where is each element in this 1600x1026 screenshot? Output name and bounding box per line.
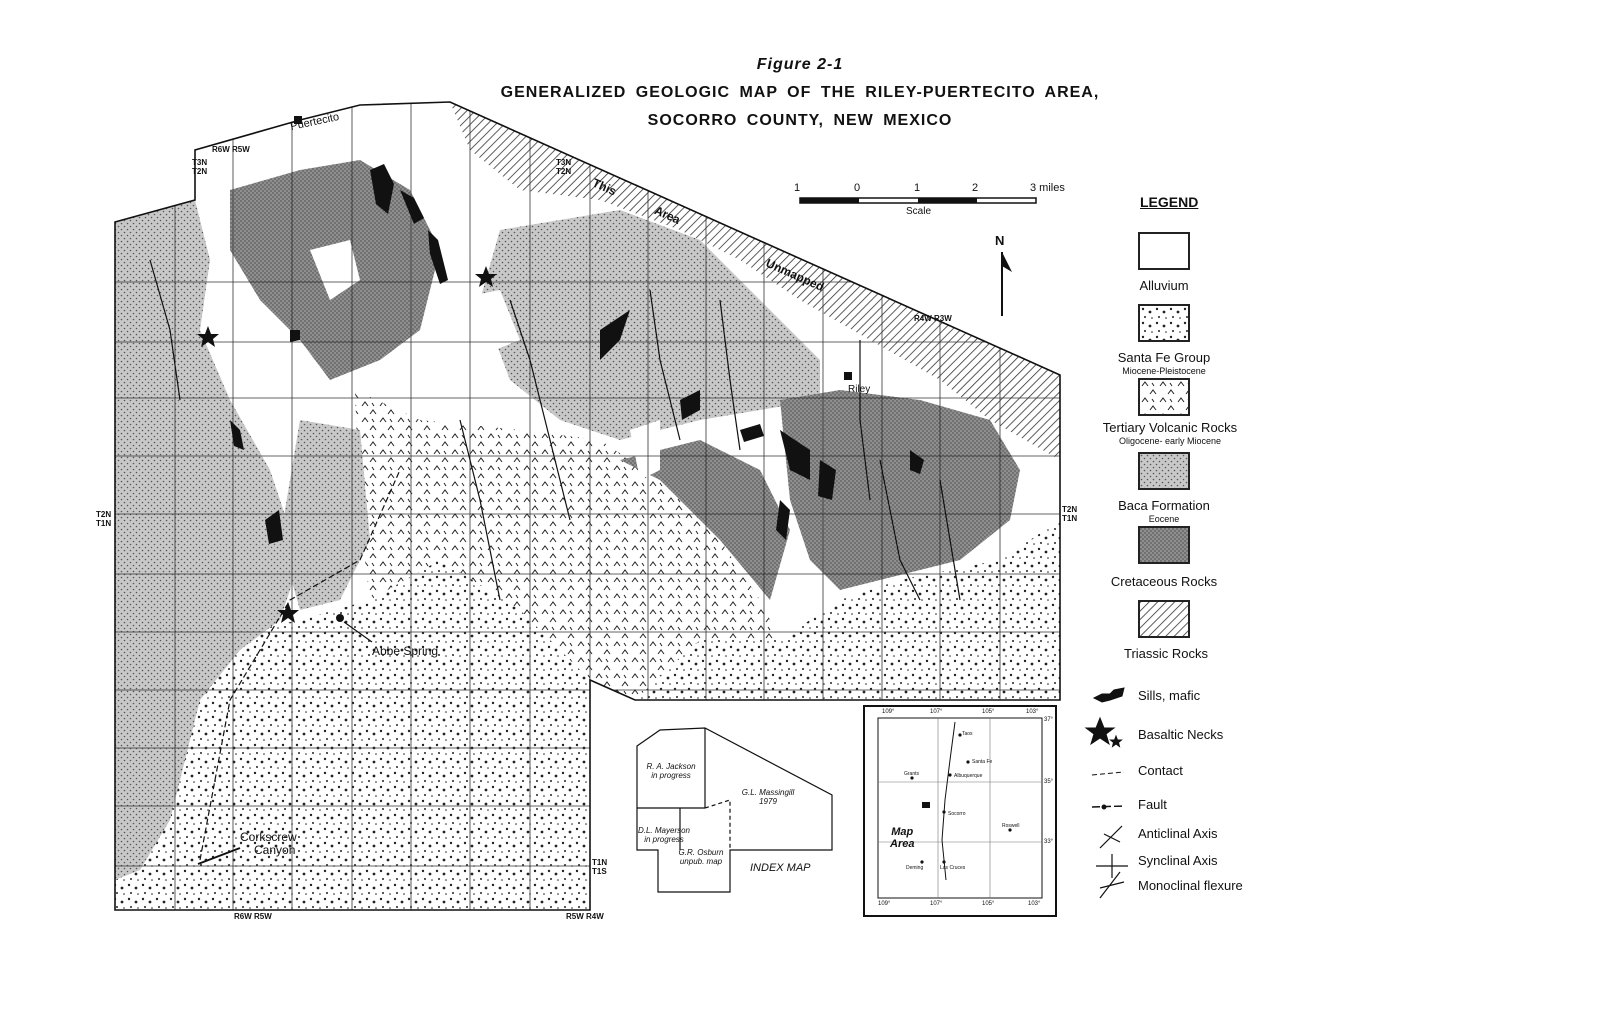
label-canyon: Canyon bbox=[254, 843, 296, 857]
legend-basaltic-necks: Basaltic Necks bbox=[1138, 727, 1224, 742]
index-osburn: G.R. Osburn unpub. map bbox=[678, 848, 724, 866]
lon-bottom-109: 109° bbox=[878, 901, 891, 907]
legend-title: LEGEND bbox=[1140, 194, 1199, 210]
sill-icon bbox=[1092, 687, 1125, 703]
legend-anticlinal-axis: Anticlinal Axis bbox=[1138, 826, 1218, 841]
lon-top-107: 107° bbox=[930, 709, 943, 715]
contact-line-icon bbox=[1091, 771, 1125, 776]
riley-marker bbox=[844, 372, 852, 380]
legend-swatch-cretaceous bbox=[1138, 526, 1190, 564]
legend-fault: Fault bbox=[1138, 797, 1167, 812]
index-jackson: R. A. Jackson in progress bbox=[646, 762, 696, 780]
legend-swatch-alluvium bbox=[1138, 232, 1190, 270]
legend-cretaceous: Cretaceous Rocks bbox=[1110, 574, 1218, 589]
legend-tertiary-age: Oligocene- early Miocene bbox=[1118, 436, 1222, 446]
map-units bbox=[115, 102, 1060, 910]
city-socorro: Socorro bbox=[948, 811, 966, 817]
north-label: N bbox=[995, 233, 1005, 248]
twp-r6w-r5w-top: R6W R5W bbox=[212, 145, 250, 154]
legend-tertiary: Tertiary Volcanic Rocks bbox=[1102, 420, 1238, 435]
twp-t3n-t2n-left: T3N T2N bbox=[192, 158, 208, 176]
legend-contact: Contact bbox=[1138, 763, 1183, 778]
city-santa-fe: Santa Fe bbox=[972, 759, 993, 765]
city-taos: Taos bbox=[962, 731, 973, 737]
label-riley: Riley bbox=[848, 384, 871, 395]
city-grants: Grants bbox=[904, 771, 920, 777]
lon-top-109: 109° bbox=[882, 709, 895, 715]
city-las-cruces: Las Cruces bbox=[940, 865, 966, 871]
legend-baca: Baca Formation bbox=[1118, 498, 1210, 513]
lon-bottom-107: 107° bbox=[930, 901, 943, 907]
scale-tick-0: 0 bbox=[854, 182, 861, 194]
star-icon bbox=[1084, 716, 1116, 746]
legend-symbols bbox=[1084, 687, 1128, 899]
index-map bbox=[636, 727, 833, 893]
label-abbe-spring: Abbe Spring bbox=[372, 644, 439, 658]
legend-santa-fe: Santa Fe Group bbox=[1117, 350, 1211, 365]
legend-santa-fe-age: Miocene-Pleistocene bbox=[1122, 366, 1206, 376]
legend-baca-age: Eocene bbox=[1148, 514, 1180, 524]
scale-tick-3: 3 miles bbox=[1030, 182, 1065, 194]
lat-33: 33° bbox=[1044, 839, 1054, 845]
map-title: GENERALIZED GEOLOGIC MAP OF THE RILEY-PU… bbox=[500, 84, 1100, 101]
legend-swatch-triassic bbox=[1138, 600, 1190, 638]
twp-t2n-t1n-right: T2N T1N bbox=[1062, 505, 1078, 523]
index-map-title: INDEX MAP bbox=[750, 862, 811, 874]
legend-triassic: Triassic Rocks bbox=[1123, 646, 1209, 661]
twp-t3n-t2n-mid: T3N T2N bbox=[556, 158, 572, 176]
twp-r6w-r5w-bottom: R6W R5W bbox=[234, 912, 272, 921]
scale-tick-1b: 1 bbox=[914, 182, 921, 194]
figure-label: Figure 2-1 bbox=[756, 56, 844, 73]
location-map bbox=[863, 705, 1057, 917]
twp-r5w-r4w-bottom: R5W R4W bbox=[566, 912, 604, 921]
map-subtitle: SOCORRO COUNTY, NEW MEXICO bbox=[647, 112, 953, 129]
puertecito-marker bbox=[294, 116, 302, 124]
scale-bar bbox=[799, 197, 1037, 204]
city-roswell: Roswell bbox=[1002, 823, 1020, 829]
scale-tick-1: 1 bbox=[794, 182, 801, 194]
legend-swatch-tertiary bbox=[1138, 378, 1190, 416]
city-albuquerque: Albuquerque bbox=[954, 773, 983, 779]
scale-label: Scale bbox=[906, 206, 932, 217]
legend-monoclinal-flexure: Monoclinal flexure bbox=[1138, 878, 1243, 893]
abbe-spring-marker bbox=[336, 614, 344, 622]
lon-bottom-103: 103° bbox=[1028, 901, 1041, 907]
lat-37: 37° bbox=[1044, 717, 1054, 723]
scale-tick-2: 2 bbox=[972, 182, 979, 194]
lon-bottom-105: 105° bbox=[982, 901, 995, 907]
label-corkscrew: Corkscrew bbox=[240, 830, 297, 844]
legend-alluvium: Alluvium bbox=[1139, 278, 1189, 293]
north-arrow-icon bbox=[1001, 252, 1012, 316]
legend-swatch-santa-fe bbox=[1138, 304, 1190, 342]
city-deming: Deming bbox=[906, 865, 924, 871]
twp-t2n-t1n-left: T2N T1N bbox=[96, 510, 112, 528]
legend-swatch-baca bbox=[1138, 452, 1190, 490]
twp-t1n-t1s: T1N T1S bbox=[592, 858, 608, 876]
map-area-label: Map Area bbox=[890, 826, 915, 850]
index-mayerson: D.L. Mayerson in progress bbox=[637, 826, 691, 844]
twp-r4w-r3w: R4W R3W bbox=[914, 314, 952, 323]
lon-top-103: 103° bbox=[1026, 709, 1039, 715]
legend-sills: Sills, mafic bbox=[1138, 688, 1201, 703]
legend-synclinal-axis: Synclinal Axis bbox=[1138, 853, 1218, 868]
lon-top-105: 105° bbox=[982, 709, 995, 715]
index-massingill: G.L. Massingill 1979 bbox=[741, 788, 795, 806]
lat-35: 35° bbox=[1044, 779, 1054, 785]
fault-line-icon bbox=[1091, 805, 1125, 808]
